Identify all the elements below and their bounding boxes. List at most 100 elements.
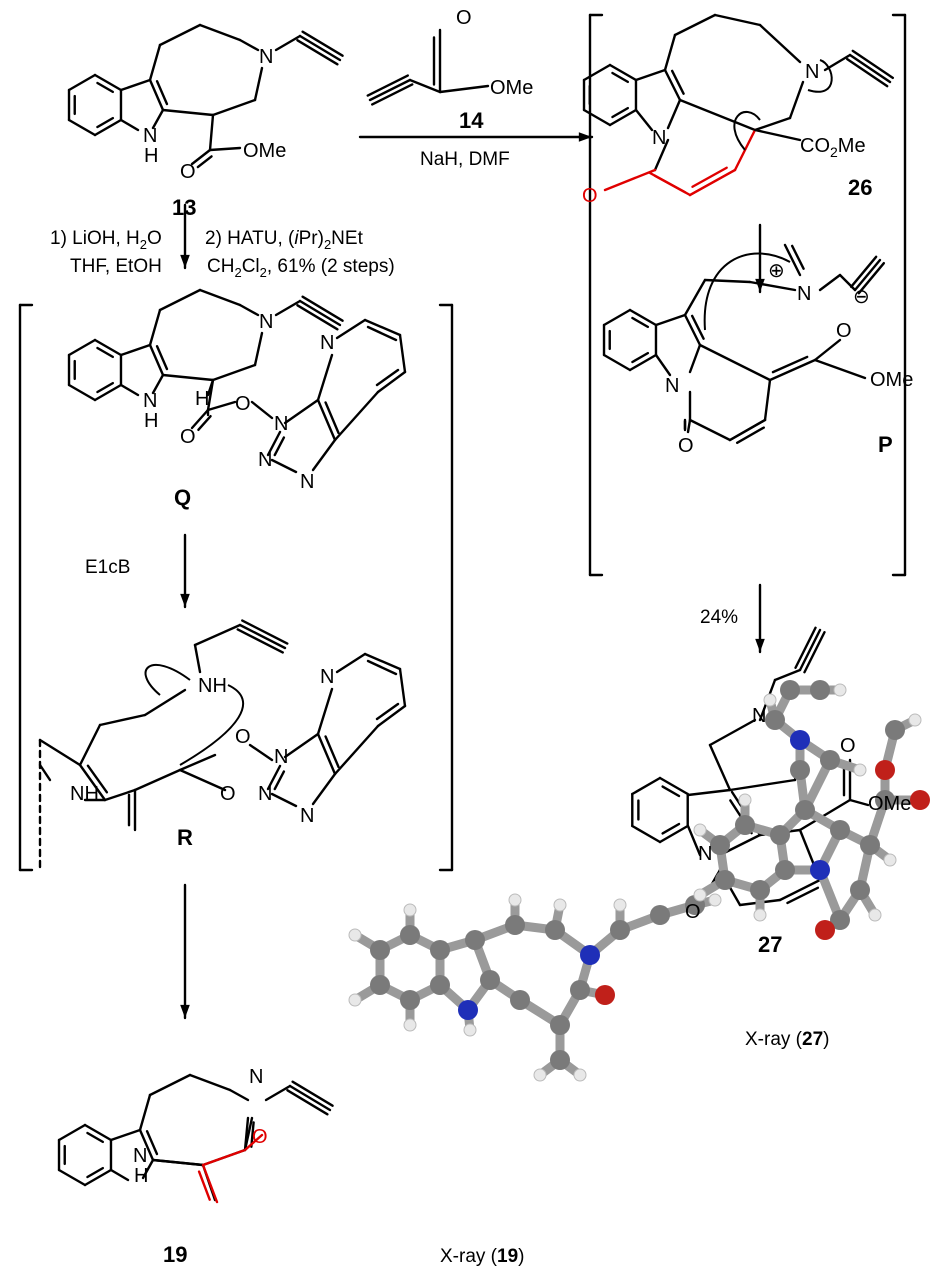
xray-atom-H	[853, 763, 867, 777]
bond	[608, 108, 638, 127]
bond	[291, 1080, 334, 1107]
labels: N N H O OMe 13 O OMe 14 NaH, DMF 1) LiOH…	[50, 7, 913, 1267]
bond	[119, 383, 140, 397]
bond	[582, 63, 612, 82]
condition-thf-etoh: THF, EtOH	[70, 256, 162, 277]
reaction-arrow-head	[578, 132, 592, 142]
bond	[602, 308, 632, 327]
xray-atom-C	[570, 980, 590, 1000]
atom-N: N	[320, 332, 334, 354]
bond	[201, 1163, 219, 1204]
bond	[771, 355, 809, 374]
atom-N: N	[249, 1066, 263, 1088]
bond	[631, 776, 662, 796]
xray-atom-C	[505, 915, 525, 935]
bond	[631, 824, 662, 844]
bond	[193, 623, 242, 647]
bond	[266, 430, 282, 457]
bond	[190, 408, 210, 430]
bond	[666, 98, 682, 130]
bond	[188, 1073, 232, 1092]
xray-atom-N	[458, 1000, 478, 1020]
xray-atom-H	[533, 1068, 547, 1082]
bond	[798, 628, 822, 672]
xray-atom-C	[510, 990, 530, 1010]
bond	[38, 763, 52, 782]
atom-N: N	[752, 705, 766, 727]
atom-N: N	[805, 61, 819, 83]
atom-N: N	[258, 783, 272, 805]
bond	[241, 619, 289, 645]
compound-13-label: 13	[172, 195, 196, 220]
bond	[582, 108, 612, 127]
bond	[848, 798, 870, 807]
bond	[335, 318, 367, 340]
atom-O: O	[220, 783, 236, 805]
bond	[148, 43, 162, 82]
xray-atom-C	[765, 710, 785, 730]
bond	[670, 69, 685, 95]
bond	[270, 792, 298, 808]
atom-O-highlight: O	[582, 185, 598, 207]
bond	[273, 436, 286, 457]
bond	[57, 1123, 87, 1142]
atom-N: N	[259, 311, 273, 333]
xray-atom-C	[830, 820, 850, 840]
bond	[363, 652, 402, 671]
bond	[786, 886, 820, 905]
bond	[803, 631, 826, 674]
bond	[663, 33, 677, 72]
curved-arrow	[807, 59, 833, 93]
bond	[661, 785, 681, 798]
atom-OMe: OMe	[490, 77, 533, 99]
bond	[238, 38, 260, 52]
bond	[851, 49, 894, 80]
xray-atom-H	[883, 853, 897, 867]
bond	[283, 732, 320, 759]
bond	[201, 1148, 247, 1167]
bond	[155, 345, 169, 371]
xray-atom-C	[770, 825, 790, 845]
bond	[366, 325, 398, 342]
bond	[663, 68, 682, 102]
atom-N: N	[143, 125, 157, 147]
bond	[311, 438, 337, 472]
bond	[371, 83, 414, 106]
bond	[119, 118, 140, 132]
condition-ch2cl2: CH2Cl2, 61% (2 steps)	[207, 256, 395, 280]
bond	[753, 128, 802, 142]
bond	[190, 148, 212, 166]
compound-26-label: 26	[848, 175, 872, 200]
xray-atom-H	[348, 928, 362, 942]
atom-O: O	[456, 7, 472, 29]
bond	[713, 13, 762, 27]
reaction-arrow-head	[180, 593, 190, 607]
bond	[654, 313, 687, 327]
reaction-arrow-head	[180, 1004, 190, 1018]
bond	[838, 273, 857, 292]
bond	[375, 702, 400, 721]
minus-charge: ⊖	[853, 286, 870, 308]
xray-atom-C	[610, 920, 630, 940]
bond	[366, 74, 409, 97]
bond	[138, 1093, 152, 1132]
compound-Q-label: Q	[174, 485, 191, 510]
bond	[691, 166, 728, 188]
bond	[846, 57, 889, 88]
bond	[98, 713, 147, 727]
xray-atom-C	[820, 750, 840, 770]
bond	[735, 426, 765, 445]
xray-atom-H	[508, 893, 522, 907]
bond	[768, 358, 817, 382]
bond	[206, 400, 237, 412]
bond	[274, 299, 302, 317]
compound-14-label: 14	[459, 108, 484, 133]
bond	[208, 113, 215, 152]
bond	[316, 732, 337, 776]
atom-N: N	[274, 746, 288, 768]
xray-19-caption: X-ray (19)	[440, 1246, 524, 1267]
xray-atom-H	[693, 823, 707, 837]
atom-O: O	[235, 726, 251, 748]
bond	[155, 80, 169, 106]
